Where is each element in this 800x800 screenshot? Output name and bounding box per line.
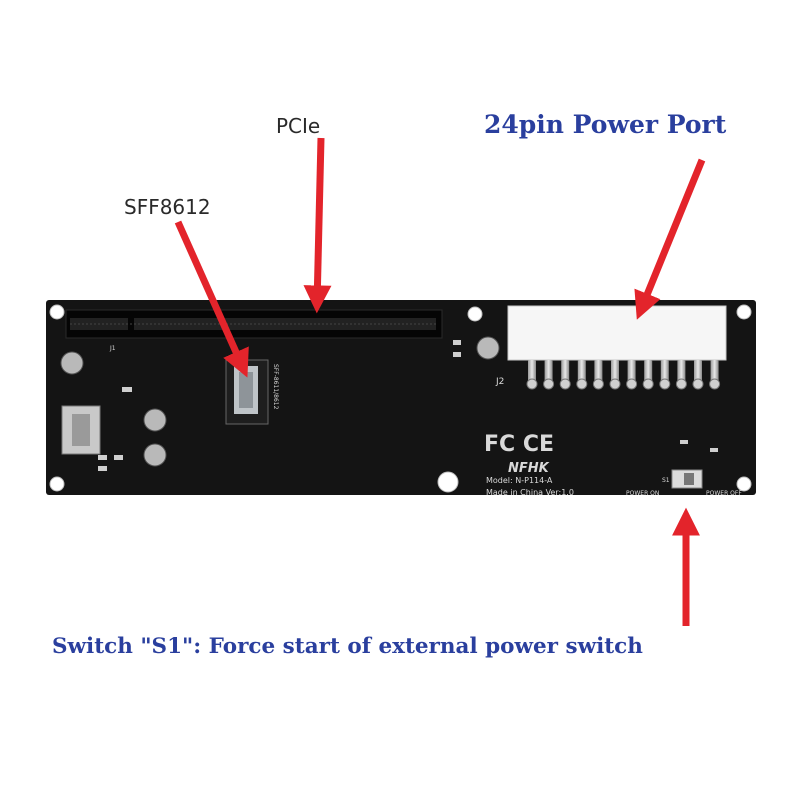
voltage-regulator [61, 405, 101, 455]
connector-pin [528, 360, 536, 382]
switch-ref-text: S1 [662, 477, 670, 484]
connector-pin [594, 360, 603, 382]
connector-pin-head [576, 378, 588, 390]
connector-pin [577, 360, 586, 382]
switch-s1-label: Switch "S1": Force start of external pow… [52, 634, 643, 659]
certification-marks: FC CE [484, 432, 554, 457]
brand-mark: NFHK [508, 461, 550, 476]
connector-pin-head [692, 378, 704, 390]
connector-pin-head [559, 378, 571, 390]
power-switch-s1[interactable] [671, 469, 703, 489]
connector-pin [611, 360, 619, 382]
connector-pin [660, 360, 669, 382]
connector-pin-head [659, 378, 671, 390]
atx-24pin-connector [507, 305, 727, 390]
pcie-label: PCIe [276, 114, 321, 138]
made-in-text: Made in China Ver:1.0 [486, 488, 574, 497]
power-on-text: POWER ON [626, 490, 659, 497]
sff8612-label: SFF8612 [124, 195, 211, 219]
connector-pin-head [526, 378, 538, 390]
connector-ref-text: J2 [495, 377, 504, 387]
power-port-label: 24pin Power Port [484, 110, 727, 139]
connector-pin-head [709, 378, 721, 390]
connector-pin [544, 360, 553, 382]
power-off-text: POWER OFF [706, 490, 742, 497]
sff-silk-text: SFF-8611/8612 [272, 364, 279, 410]
slot-ref-text: J1 [109, 345, 116, 352]
sff8612-connector [225, 359, 269, 425]
connector-pin [694, 360, 702, 382]
sff-arrow [174, 220, 249, 378]
connector-pin [644, 360, 653, 382]
connector-pin-head [626, 378, 638, 390]
pcie-slot [65, 309, 443, 339]
connector-pin-head [642, 378, 654, 390]
connector-pin [710, 360, 719, 382]
connector-pin-head [592, 378, 604, 390]
connector-pin [627, 360, 636, 382]
connector-pin-head [675, 378, 687, 390]
power-port-arrow [634, 158, 706, 320]
smd-components [98, 340, 718, 471]
connector-pin-head [609, 378, 621, 390]
mounting-holes [49, 304, 752, 493]
capacitors [60, 336, 500, 467]
connector-pin-head [543, 378, 555, 390]
connector-pin [677, 360, 686, 382]
model-text: Model: N-P114-A [486, 476, 553, 485]
pcie-arrow [303, 137, 332, 314]
connector-pin [561, 360, 570, 382]
